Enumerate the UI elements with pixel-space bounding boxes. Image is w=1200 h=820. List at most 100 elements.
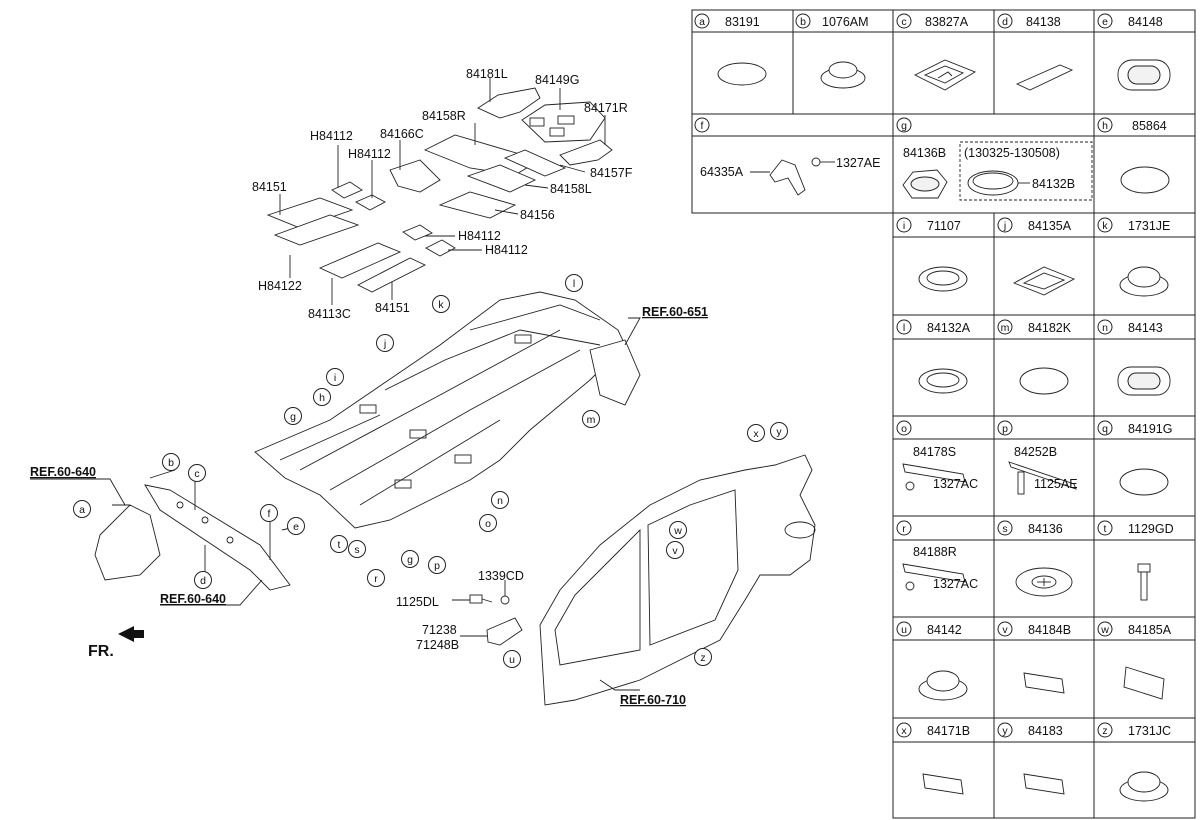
callout-r[interactable]: r [367,569,385,587]
callout-w[interactable]: w [669,521,687,539]
cell-part-number: 84132A [927,321,971,335]
callout-label: l [573,278,575,290]
callout-g1[interactable]: g [284,407,302,425]
callout-k[interactable]: k [432,295,450,313]
callout-l[interactable]: l [565,274,583,292]
bolt-1125DL-icon[interactable] [469,594,483,604]
pad-H84112-b[interactable] [354,194,386,211]
cell-c[interactable]: c 83827A [896,13,977,91]
cell-d[interactable]: d 84138 [997,13,1074,91]
callout-m[interactable]: m [582,410,600,428]
disc-icon [1119,468,1169,496]
pad-84166C[interactable] [389,159,441,193]
tray-icon [1012,266,1076,296]
side-member[interactable] [144,484,291,591]
cell-code: j [1003,220,1006,232]
callout-z[interactable]: z [694,648,712,666]
callout-b[interactable]: b [162,453,180,471]
cell-b[interactable]: b 1076AM [795,13,869,89]
callout-t[interactable]: t [330,535,348,553]
callout-h[interactable]: h [313,388,331,406]
bar-icon [1008,461,1077,495]
cell-g[interactable]: g 84136B (130325-130508) 84132B [896,117,1093,201]
callout-label: y [776,426,782,438]
cell-code: r [902,523,906,535]
callout-x[interactable]: x [747,424,765,442]
side-panel-a[interactable] [94,504,161,581]
cell-part-number: 84182K [1028,321,1072,335]
pad-84171R[interactable] [559,139,613,166]
label-84181L: 84181L [466,67,508,81]
pad-H84112-d[interactable] [425,239,456,257]
code-g: g [901,120,907,132]
tape-icon [1015,64,1074,91]
callout-v[interactable]: v [666,541,684,559]
cell-part-number: 84191G [1128,422,1172,436]
cell-e[interactable]: e 84148 [1097,13,1171,91]
callout-c[interactable]: c [188,464,206,482]
label-84149G: 84149G [535,73,579,87]
callout-j[interactable]: j [376,334,394,352]
pad-84151-left[interactable] [266,197,354,229]
nut-1339CD-icon[interactable] [500,595,510,605]
callout-label: r [374,573,378,585]
callout-n[interactable]: n [491,491,509,509]
code-b: b [800,16,806,28]
cell-part-number: 84252B [1014,445,1057,459]
front-door-opening [554,528,641,666]
callout-s[interactable]: s [348,540,366,558]
pad-H84112-a[interactable] [331,181,363,199]
pad-H84112-c[interactable] [402,224,433,241]
callout-p[interactable]: p [428,556,446,574]
bracket-71238[interactable] [486,617,523,646]
callout-i[interactable]: i [326,368,344,386]
pad-84151-center[interactable] [357,257,427,293]
callout-label: n [497,495,503,507]
pad-84156[interactable] [438,191,517,219]
floor-panel[interactable] [254,291,626,529]
callout-o[interactable]: o [479,514,497,532]
callout-label: i [334,372,336,384]
floor-rib [329,349,581,491]
pad-84157F[interactable] [503,149,567,177]
pad-84151-left2[interactable] [273,214,360,246]
pad-84158L[interactable] [466,164,537,193]
side-body-panel[interactable] [539,454,816,706]
callout-y[interactable]: y [770,422,788,440]
callout-u[interactable]: u [503,650,521,668]
ref-60-640-a[interactable]: REF.60-640 [30,465,96,479]
ref-60-640-b[interactable]: REF.60-640 [160,592,226,606]
part-84132B: 84132B [1032,177,1075,191]
pad-84113C[interactable] [318,242,402,279]
callout-d[interactable]: d [194,571,212,589]
callout-f[interactable]: f [260,504,278,522]
cell-f[interactable]: f 64335A 1327AE [694,117,880,196]
cell-a[interactable]: a 83191 [694,13,767,86]
ref-60-651[interactable]: REF.60-651 [642,305,708,319]
callout-g2[interactable]: g [401,550,419,568]
callout-a[interactable]: a [73,500,91,518]
callout-e[interactable]: e [287,517,305,535]
pad-84181L[interactable] [477,87,541,119]
grommet-top [828,61,858,79]
ref-60-710[interactable]: REF.60-710 [620,693,686,707]
cell-h[interactable]: h 85864 [1097,117,1170,194]
